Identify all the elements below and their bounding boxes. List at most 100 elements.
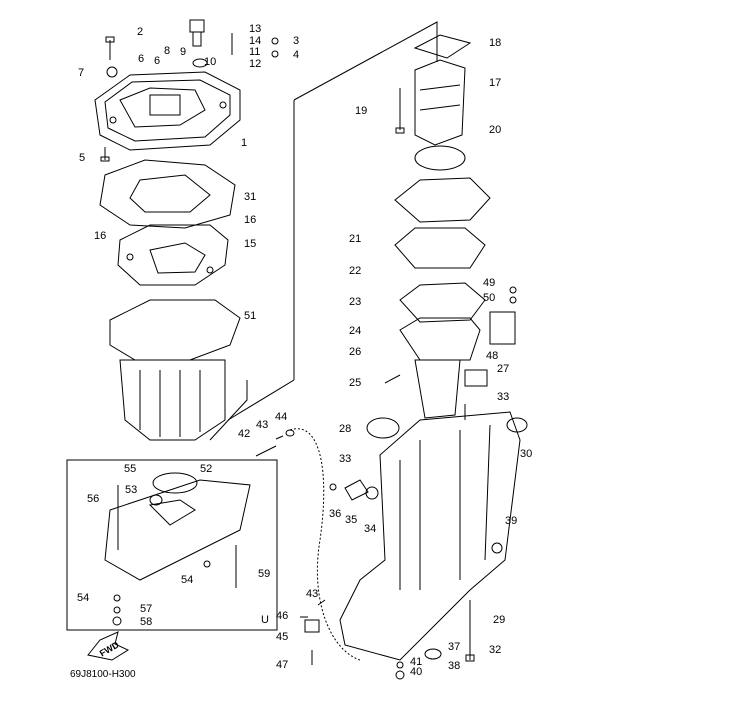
part-label-25: 25 (349, 377, 362, 389)
part-label-16a: 16 (244, 214, 257, 226)
part-label-20: 20 (489, 124, 502, 136)
exhaust-guide-part-24 (399, 317, 481, 419)
part-label-17: 17 (489, 77, 502, 89)
washer-part-4 (271, 50, 279, 58)
part-label-13: 13 (249, 23, 262, 35)
part-label-39: 39 (505, 515, 518, 527)
part-label-24: 24 (349, 325, 362, 337)
section-diagonal-line (227, 379, 295, 421)
fitting-part-42 (255, 445, 277, 457)
part-label-43b: 43 (306, 588, 319, 600)
bolt-part-25 (384, 374, 401, 384)
part-label-54a: 54 (181, 574, 194, 586)
part-label-21: 21 (349, 233, 362, 245)
washer-part-41 (396, 661, 404, 669)
part-label-27: 27 (497, 363, 510, 375)
part-label-35: 35 (345, 514, 358, 526)
gasket-part-55 (152, 472, 198, 494)
part-label-22: 22 (349, 265, 362, 277)
part-label-58: 58 (140, 616, 153, 628)
hose-line (289, 428, 361, 661)
grommet-part-53 (149, 494, 163, 506)
gasket-part-35 (344, 479, 369, 501)
part-label-2: 2 (137, 26, 144, 38)
part-label-50: 50 (483, 292, 496, 304)
grommet-part-7 (106, 66, 118, 78)
part-label-41: 41 (410, 656, 423, 668)
fitting-part-45 (304, 619, 320, 633)
part-label-7: 7 (78, 67, 85, 79)
part-label-3: 3 (293, 35, 300, 47)
washer-part-57 (113, 606, 121, 614)
part-label-18: 18 (489, 37, 502, 49)
part-label-55: 55 (124, 463, 137, 475)
part-label-42: 42 (238, 428, 251, 440)
part-label-51: 51 (244, 310, 257, 322)
part-label-12: 12 (249, 58, 262, 70)
part-label-32: 32 (489, 644, 502, 656)
washer-part-50 (509, 296, 517, 304)
oring-part-38 (424, 648, 442, 660)
part-label-36: 36 (329, 508, 342, 520)
part-label-6a: 6 (138, 53, 145, 65)
part-label-56: 56 (87, 493, 100, 505)
upper-case-part-1 (94, 71, 241, 151)
part-label-11: 11 (249, 46, 261, 58)
fitting-part-43 (275, 435, 284, 440)
upper-casing-part-29 (339, 411, 521, 661)
grommet-part-39 (491, 542, 503, 554)
dowel-part-54b (113, 594, 121, 602)
part-label-29: 29 (493, 614, 506, 626)
gasket-part-22 (394, 227, 486, 269)
part-label-28: 28 (339, 423, 352, 435)
part-label-33b: 33 (339, 453, 352, 465)
bolt-part-32 (465, 600, 475, 662)
part-label-34: 34 (364, 523, 377, 535)
part-label-38: 38 (448, 660, 461, 672)
part-label-16b: 16 (94, 230, 107, 242)
bolt-part-36 (329, 483, 337, 491)
part-label-30: 30 (520, 448, 533, 460)
bolt-part-5 (100, 147, 110, 162)
oil-pan-housing (119, 359, 226, 441)
part-label-40: 40 (410, 666, 423, 678)
bolt-part-2 (105, 36, 115, 60)
gasket-part-23 (399, 282, 486, 323)
gasket-part-31 (99, 159, 236, 229)
part-label-44: 44 (275, 411, 288, 423)
part-label-5: 5 (79, 152, 86, 164)
inset-mark: U (261, 614, 269, 626)
plate-part-15 (117, 224, 229, 286)
part-label-47: 47 (276, 659, 289, 671)
part-label-23: 23 (349, 296, 362, 308)
part-label-4: 4 (293, 49, 300, 61)
part-label-26: 26 (349, 346, 362, 358)
part-label-59: 59 (258, 568, 271, 580)
part-label-54b: 54 (77, 592, 90, 604)
oring-part-10 (192, 58, 208, 68)
part-label-46: 46 (276, 610, 289, 622)
part-label-14: 14 (249, 35, 262, 47)
grommet-part-34 (365, 486, 379, 500)
part-label-8: 8 (164, 45, 171, 57)
part-label-10: 10 (204, 56, 217, 68)
gasket-part-18 (413, 34, 472, 59)
part-label-9: 9 (180, 46, 187, 58)
part-label-48: 48 (486, 350, 499, 362)
inset-frame (66, 459, 278, 631)
fitting-part-43b (317, 599, 326, 606)
nut-part-58 (112, 616, 122, 626)
plate-part-48 (489, 311, 516, 345)
gasket-part-51 (109, 299, 241, 361)
grommet-part-27 (464, 369, 488, 387)
bolt-part-40 (395, 670, 405, 680)
gasket-part-21 (394, 177, 491, 223)
part-label-53: 53 (125, 484, 138, 496)
part-label-37: 37 (448, 641, 461, 653)
part-label-6b: 6 (154, 55, 161, 67)
part-label-43a: 43 (256, 419, 269, 431)
section-divider-line (209, 380, 248, 441)
oil-pan-part-52 (104, 479, 251, 581)
